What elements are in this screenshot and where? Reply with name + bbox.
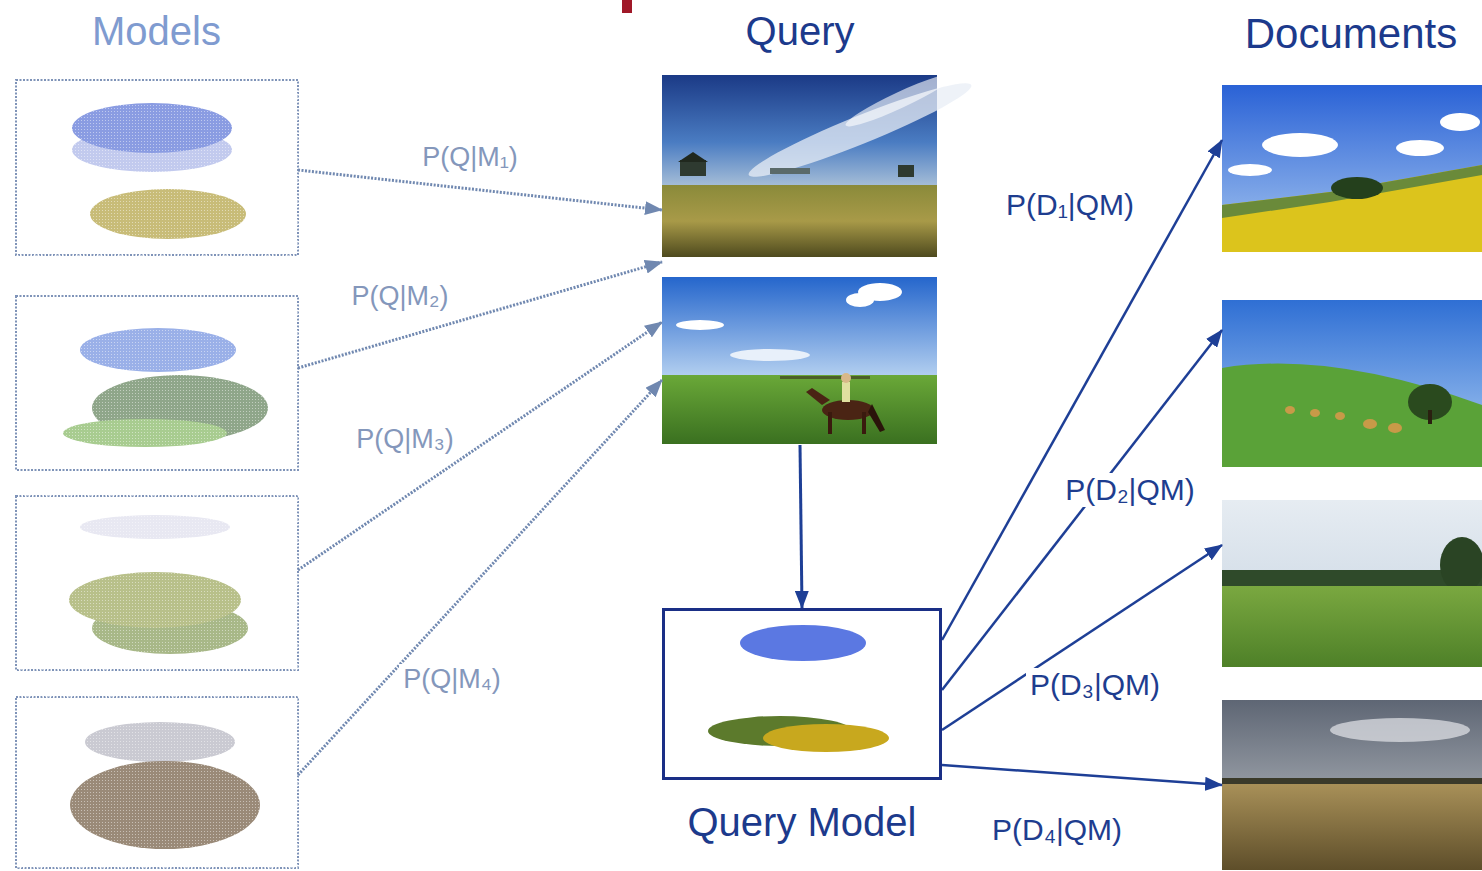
arrow-connector [298,262,662,368]
arrow-connector [942,545,1222,730]
probability-label: P(D₄|QM) [988,813,1126,848]
arrow-connector [942,330,1222,690]
query-photo [846,293,874,307]
document-photo [1222,500,1482,667]
arrow-connector [298,170,662,210]
caption-heading: Query Model [665,799,939,845]
query-group: Query [662,0,938,445]
document-photo [1222,500,1482,667]
document-photo [1228,164,1272,176]
document-photo [1222,85,1482,252]
document-photo [1440,537,1482,593]
probability-label: P(D₂|QM) [1061,473,1198,508]
query-model-shapes [740,625,866,661]
query-photo [676,320,724,330]
document-photo [1335,412,1345,420]
document-photo [1222,165,1482,218]
document-photo [1222,165,1482,252]
query-model-box: Query Model [662,608,942,780]
document-photo [1262,133,1338,157]
probability-label: P(Q|M₃) [352,424,458,455]
probability-label: P(Q|M₂) [348,281,453,312]
query-photo [743,72,976,188]
document-photo [1222,784,1482,870]
query-photo [842,67,958,132]
query-photo [806,388,830,405]
document-photo [1222,300,1482,467]
query-model-shapes [763,724,889,752]
document-group: Documents [1222,0,1480,870]
query-photo [678,152,708,162]
document-photo [1440,113,1480,131]
group-heading: Models [15,8,298,54]
probability-label: P(Q|M₁) [418,142,522,173]
query-photo [780,376,870,379]
document-photo [1222,586,1482,667]
group-heading: Documents [1222,10,1480,58]
document-photo [1310,409,1320,417]
document-photo [1222,778,1482,784]
arrow-connector [942,765,1222,785]
document-photo [1363,419,1377,429]
query-photo [680,160,706,176]
document-photo [1330,718,1470,742]
query-model-shapes [708,625,889,752]
query-photo [662,75,937,187]
probability-label: P(D₃|QM) [1026,668,1164,703]
stipple-overlay [16,80,298,868]
document-photo [1388,423,1402,433]
query-photo [868,404,885,432]
query-photo [662,67,977,257]
query-photo [662,277,937,377]
arrow-connector [298,322,662,570]
query-photo [842,382,850,402]
arrow-connector [800,445,802,608]
document-photo [1222,364,1482,467]
group-heading: Query [662,8,938,54]
arrow-connector [298,380,662,775]
document-photo [1222,700,1482,870]
model-group: Models [15,0,298,870]
accent-mark [622,0,632,13]
document-photo [1222,85,1482,252]
query-photo [828,412,832,434]
query-photo [898,165,914,177]
probability-label: P(D₁|QM) [1002,188,1138,223]
probability-label: P(Q|M₄) [399,664,505,695]
query-photo [662,185,937,257]
query-photo [770,168,810,174]
query-photo [730,349,810,361]
query-photo [662,277,937,444]
query-photo [841,373,851,383]
query-photo [862,412,866,434]
document-photo [1222,700,1482,870]
arrow-connector [942,140,1222,640]
document-photo [1285,406,1295,414]
document-photo [1428,410,1432,424]
document-photo [1222,300,1482,467]
document-photo [1331,177,1383,199]
query-photo [662,375,937,444]
document-photo [1396,140,1444,156]
